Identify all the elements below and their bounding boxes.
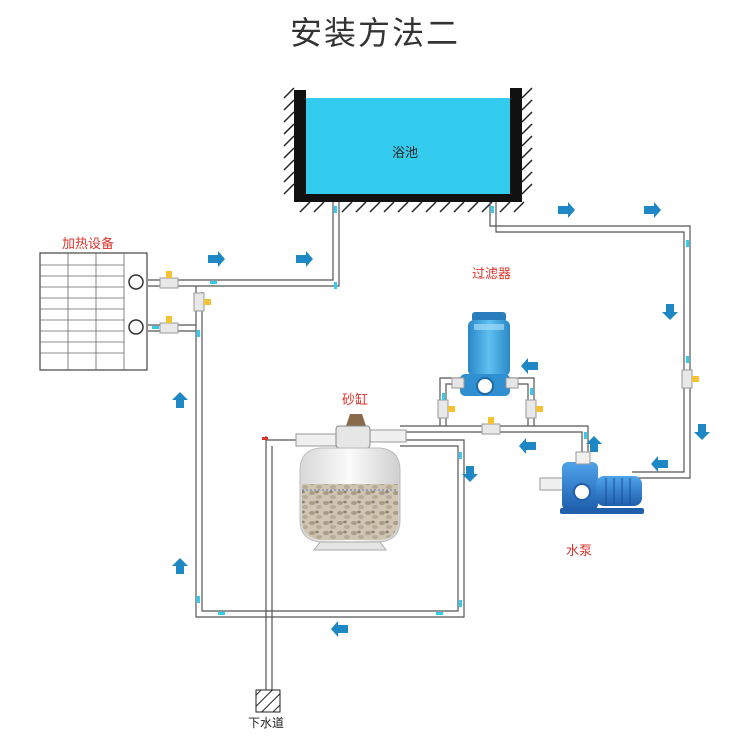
valve-heater-bottom	[159, 316, 179, 334]
pipe-pool-outlet-inner	[495, 202, 685, 473]
heater-label: 加热设备	[62, 237, 115, 252]
pool-right-wall	[510, 88, 522, 198]
drain	[255, 689, 281, 713]
pipes	[148, 202, 691, 690]
pipe-tank-pump-top	[400, 425, 589, 460]
arrow-right-icon	[644, 202, 661, 218]
drain-grate	[255, 689, 281, 713]
tank-sand-media	[302, 484, 398, 540]
valve-tank-pump	[481, 417, 501, 435]
tank-stand	[313, 541, 387, 551]
flow-arrows	[172, 202, 710, 637]
pipe-pool-outlet	[489, 202, 691, 479]
sand-tank	[295, 414, 407, 551]
filter-gauge	[476, 377, 494, 395]
pipe-heater-inlet-inner	[148, 202, 340, 287]
valve-filter-left	[437, 399, 455, 419]
water-pump	[539, 451, 644, 514]
arrow-left-icon	[331, 621, 348, 637]
tank-valve-handle	[346, 414, 366, 426]
drain-label: 下水道	[248, 716, 285, 730]
drain-flow-marker	[262, 437, 268, 440]
tank-pipe-left	[295, 433, 337, 447]
heater-body	[39, 252, 148, 371]
pipe-bypass-outer	[195, 286, 465, 618]
arrow-up-icon	[172, 558, 188, 574]
valve-heater-top	[159, 271, 179, 289]
pool-label: 浴池	[392, 146, 419, 161]
arrow-up-icon	[586, 436, 602, 452]
arrow-right-icon	[208, 251, 225, 267]
arrow-right-icon	[558, 202, 575, 218]
filter-cap	[472, 312, 506, 322]
heater-port-bottom	[128, 319, 144, 335]
pool-bottom-wall	[294, 194, 522, 202]
sand-tank-label: 砂缸	[342, 393, 369, 408]
pump-base	[560, 508, 644, 514]
pipe-heater-inlet	[148, 202, 334, 281]
arrow-down-icon	[462, 466, 478, 482]
heater-grid	[40, 253, 125, 370]
valve-outlet-right	[681, 369, 699, 389]
valve-bypass	[193, 292, 211, 312]
diagram-title: 安装方法二	[289, 14, 460, 52]
pump-outlet	[575, 451, 591, 465]
tank-multiport-valve	[335, 425, 371, 449]
pipe-flow-markers	[152, 206, 689, 615]
arrow-left-icon	[651, 456, 668, 472]
pump-label: 水泵	[566, 544, 593, 559]
valve-filter-right	[525, 399, 543, 419]
pool	[283, 87, 533, 213]
arrow-left-icon	[519, 438, 536, 454]
arrow-down-icon	[662, 304, 678, 320]
filter-label: 过滤器	[472, 267, 512, 282]
heater-port-top	[128, 274, 144, 290]
filter-body	[468, 320, 510, 376]
pool-water	[306, 98, 510, 194]
arrow-left-icon	[521, 358, 538, 374]
pipe-tank-pump-outer	[400, 431, 583, 460]
pool-left-wall	[294, 90, 306, 198]
pool-ground-hatching	[283, 87, 533, 213]
pipe-bypass-inner	[201, 292, 459, 612]
tank-pipe-right	[365, 429, 407, 443]
cartridge-filter	[451, 312, 519, 396]
pump-inlet	[539, 477, 565, 491]
pump-motor	[596, 476, 642, 506]
arrow-up-icon	[172, 392, 188, 408]
valves	[159, 271, 699, 435]
arrow-right-icon	[296, 251, 313, 267]
arrow-down-icon	[694, 424, 710, 440]
heater	[39, 252, 148, 371]
